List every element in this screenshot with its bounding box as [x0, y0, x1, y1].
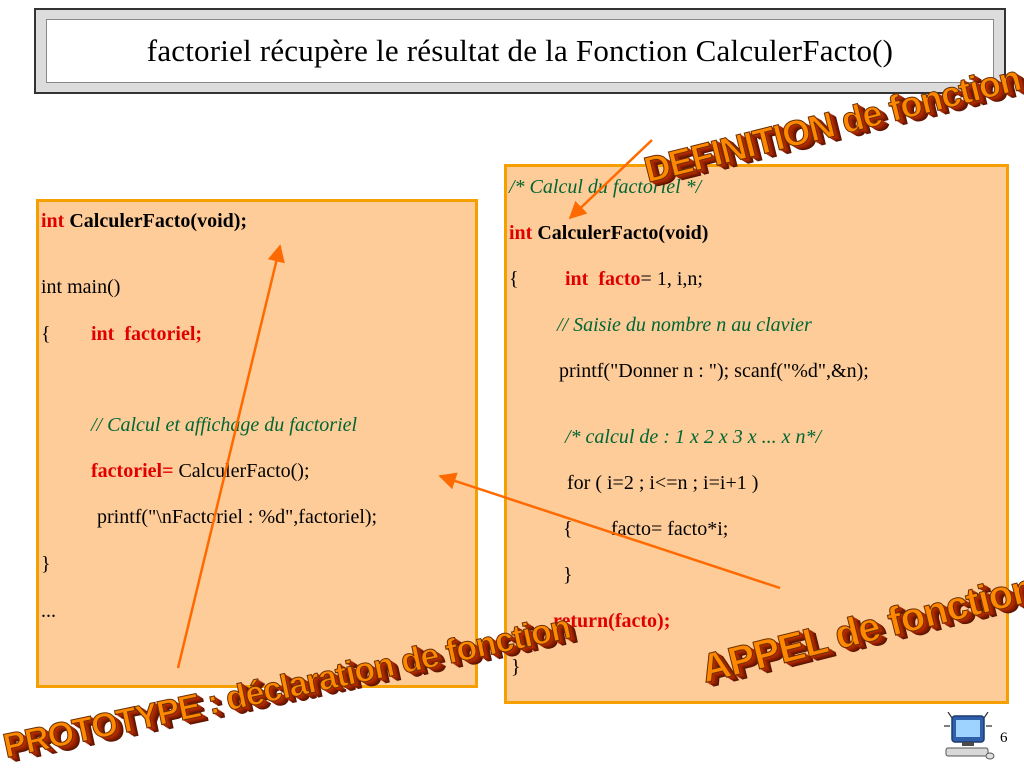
slide-title: factoriel récupère le résultat de la Fon… — [146, 33, 894, 68]
computer-icon — [944, 712, 995, 760]
var-decl-line: int factoriel; — [91, 323, 203, 345]
title-panel: factoriel récupère le résultat de la Fon… — [46, 19, 994, 83]
for-line: for ( i=2 ; i<=n ; i=i+1 ) — [567, 472, 759, 494]
brace-close: } — [41, 553, 51, 575]
var-decl-line: int facto= 1, i,n; — [565, 268, 703, 290]
comment-header: /* Calcul du factoriel */ — [509, 176, 702, 198]
definition-arrow — [568, 139, 653, 220]
brace-close: } — [511, 656, 521, 678]
title-frame: factoriel récupère le résultat de la Fon… — [34, 8, 1006, 94]
brace-open: { — [509, 268, 519, 290]
function-code-box: /* Calcul du factoriel */ int CalculerFa… — [504, 164, 1009, 704]
main-code-box: int CalculerFacto(void); int main() { in… — [36, 199, 478, 688]
ellipsis-line: ... — [41, 600, 56, 622]
assign-line: factoriel= CalculerFacto(); — [91, 460, 310, 482]
loop-open: { — [563, 518, 573, 540]
loop-body: facto= facto*i; — [611, 518, 729, 540]
printf-line: printf("\nFactoriel : %d",factoriel); — [97, 506, 378, 528]
io-line: printf("Donner n : "); scanf("%d",&n); — [559, 360, 869, 382]
prototype-arrow — [176, 244, 285, 669]
brace-open: { — [41, 323, 51, 345]
prototype-line: int CalculerFacto(void); — [41, 210, 248, 232]
comment-calc: /* calcul de : 1 x 2 x 3 x ... x n*/ — [565, 426, 822, 448]
main-decl-line: int main() — [41, 276, 121, 298]
return-line: return(facto); — [553, 610, 671, 632]
loop-close: } — [563, 564, 573, 586]
appel-arrow — [438, 472, 781, 590]
definition-line: int CalculerFacto(void) — [509, 222, 709, 244]
page-number: 6 — [1000, 730, 1008, 746]
comment-line: // Calcul et affichage du factoriel — [91, 414, 358, 436]
comment-input: // Saisie du nombre n au clavier — [557, 314, 812, 336]
